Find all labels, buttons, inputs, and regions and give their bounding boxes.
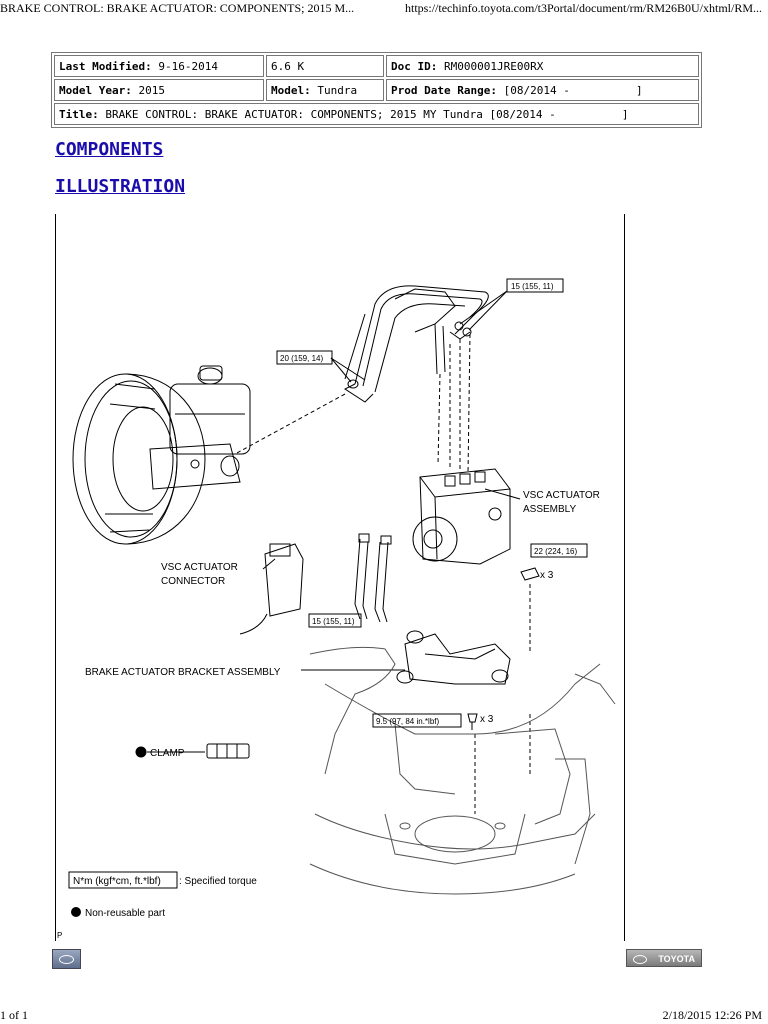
brake-actuator-bracket-drawing xyxy=(396,630,511,685)
legend-unit-box xyxy=(68,871,178,889)
components-illustration: 15 (155, 11) 20 (159, 14) VSC ACTUATOR A… xyxy=(55,214,625,941)
toyota-logo-right[interactable]: TOYOTA xyxy=(626,949,702,967)
brake-booster-drawing xyxy=(72,373,206,545)
model-year-cell: Model Year: 2015 xyxy=(54,79,264,101)
doc-id-cell: Doc ID: RM000001JRE00RX xyxy=(386,55,699,77)
vsc-actuator-connector-drawing xyxy=(239,543,304,635)
torque-top-right-text: 15 (155, 11) xyxy=(511,282,554,291)
figure-corner-mark: P xyxy=(57,931,62,940)
vsc-actuator-assembly-label-line1: VSC ACTUATOR xyxy=(523,490,600,501)
brake-tubes-drawing xyxy=(343,285,489,403)
toyota-emblem-left-logo[interactable] xyxy=(52,949,81,969)
torque-box-top-right xyxy=(506,278,564,293)
document-meta-table: Last Modified: 9-16-2014 6.6 K Doc ID: R… xyxy=(51,52,702,128)
clamp-label: CLAMP xyxy=(150,748,185,759)
nut-quantity-text: x 3 xyxy=(540,570,554,581)
clamp-part-drawing xyxy=(135,743,250,759)
print-header-title: BRAKE CONTROL: BRAKE ACTUATOR: COMPONENT… xyxy=(0,1,355,15)
print-header: BRAKE CONTROL: BRAKE ACTUATOR: COMPONENT… xyxy=(0,0,768,24)
bolt-part-drawing xyxy=(467,713,478,730)
legend-unit-text: N*m (kgf*cm, ft.*lbf) xyxy=(73,876,161,887)
assembly-guide-lines xyxy=(234,333,531,814)
model-cell: Model: Tundra xyxy=(266,79,384,101)
page-count: 1 of 1 xyxy=(0,1008,28,1022)
torque-box-top-left xyxy=(276,350,333,365)
print-timestamp: 2/18/2015 12:26 PM xyxy=(662,1008,762,1022)
bolt-quantity-text: x 3 xyxy=(480,714,494,725)
legend-non-reusable-text: Non-reusable part xyxy=(85,908,165,919)
vsc-actuator-assembly-drawing xyxy=(412,468,511,565)
prod-date-cell: Prod Date Range: [08/2014 - ] xyxy=(386,79,699,101)
actuator-tubes-drawing xyxy=(354,533,392,623)
print-header-url: https://techinfo.toyota.com/t3Portal/doc… xyxy=(405,1,762,15)
illustration-heading-link[interactable]: ILLUSTRATION xyxy=(55,176,186,197)
label-leader-lines xyxy=(147,290,521,753)
last-modified-cell: Last Modified: 9-16-2014 xyxy=(54,55,264,77)
legend-unit-description: : Specified torque xyxy=(179,876,257,887)
vsc-actuator-connector-label-line1: VSC ACTUATOR xyxy=(161,562,238,573)
vsc-actuator-connector-label-line2: CONNECTOR xyxy=(161,576,225,587)
nut-part-drawing xyxy=(520,567,540,581)
torque-nut-text: 22 (224, 16) xyxy=(534,547,577,556)
version-cell: 6.6 K xyxy=(266,55,384,77)
torque-bolt-text: 9.5 (97, 84 in.*lbf) xyxy=(376,717,439,726)
torque-box-bolt xyxy=(372,713,462,728)
vehicle-frame-drawing xyxy=(309,646,616,895)
torque-top-left-text: 20 (159, 14) xyxy=(280,354,323,363)
vsc-actuator-assembly-label-line2: ASSEMBLY xyxy=(523,504,576,515)
components-heading-link[interactable]: COMPONENTS xyxy=(55,139,164,160)
torque-box-lines xyxy=(308,613,362,628)
print-footer: 1 of 1 2/18/2015 12:26 PM xyxy=(0,1008,768,1024)
title-cell: Title: BRAKE CONTROL: BRAKE ACTUATOR: CO… xyxy=(54,103,699,125)
torque-box-nut xyxy=(530,543,588,558)
bracket-assembly-label: BRAKE ACTUATOR BRACKET ASSEMBLY xyxy=(85,667,281,678)
non-reusable-dot-icon xyxy=(71,907,81,917)
torque-lines-text: 15 (155, 11) xyxy=(312,617,355,626)
master-cylinder-drawing xyxy=(149,365,251,490)
